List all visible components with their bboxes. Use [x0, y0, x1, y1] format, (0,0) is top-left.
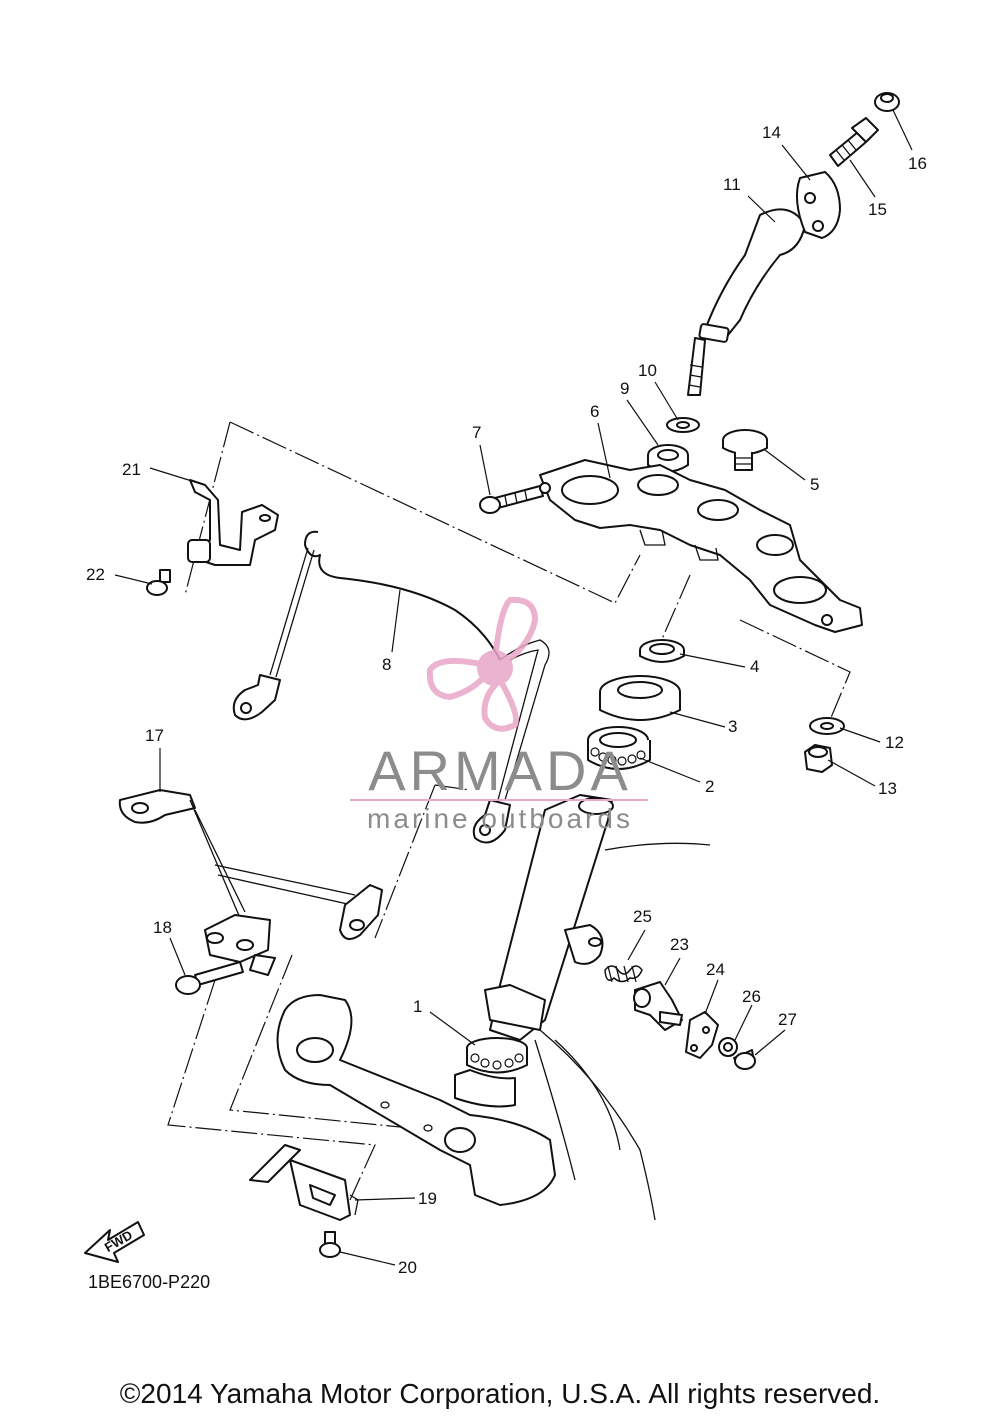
part-10-washer [666, 417, 700, 433]
part-6-upper-bracket [539, 459, 863, 633]
frame-outline [534, 842, 711, 1221]
callout-4: 4 [750, 657, 759, 676]
watermark-brand: ARMADA [368, 739, 632, 802]
part-2-bearing [587, 726, 651, 770]
part-8-cable [232, 530, 550, 844]
watermark: ARMADA marine outboards [350, 596, 648, 834]
callout-9: 9 [620, 379, 629, 398]
part-19-clip [249, 1144, 359, 1221]
part-22-bolt [146, 569, 171, 596]
part-17-stay [118, 789, 383, 976]
callout-21: 21 [122, 460, 141, 479]
callout-7: 7 [472, 423, 481, 442]
callout-12: 12 [885, 733, 904, 752]
callout-16: 16 [908, 154, 927, 173]
part-24-plate [685, 1011, 719, 1059]
part-11-handle [687, 208, 806, 396]
part-25-spring [604, 965, 643, 983]
part-26-washer [718, 1037, 738, 1057]
callout-5: 5 [810, 475, 819, 494]
callout-leaders [114, 109, 913, 1266]
part-27-screw [733, 1049, 756, 1070]
callout-24: 24 [706, 960, 725, 979]
callout-15: 15 [868, 200, 887, 219]
lower-bracket [276, 994, 556, 1206]
callout-10: 10 [638, 361, 657, 380]
part-4-ring-nut [639, 639, 685, 663]
part-1-bearing [466, 1037, 528, 1074]
callout-25: 25 [633, 907, 652, 926]
callout-20: 20 [398, 1258, 417, 1277]
watermark-tagline: marine outboards [367, 803, 633, 834]
callout-18: 18 [153, 918, 172, 937]
fwd-arrow-icon: FWD [84, 1221, 145, 1263]
reference-lines [167, 421, 851, 1201]
part-7-bolt [479, 485, 544, 514]
callout-26: 26 [742, 987, 761, 1006]
callout-14: 14 [762, 123, 781, 142]
part-23-switch [633, 981, 683, 1031]
callout-23: 23 [670, 935, 689, 954]
copyright-notice: ©2014 Yamaha Motor Corporation, U.S.A. A… [119, 1378, 881, 1409]
callout-1: 1 [413, 997, 422, 1016]
callout-3: 3 [728, 717, 737, 736]
part-15-bolt [829, 117, 879, 167]
part-13-nut [804, 744, 833, 773]
part-12-washer [809, 717, 845, 735]
part-20-bolt [319, 1231, 341, 1258]
callout-2: 2 [705, 777, 714, 796]
callout-17: 17 [145, 726, 164, 745]
part-16-nut [874, 92, 900, 112]
callout-22: 22 [86, 565, 105, 584]
callout-19: 19 [418, 1189, 437, 1208]
part-5-bolt [722, 429, 768, 471]
part-14-clamp [795, 171, 841, 239]
callout-labels: 1 2 3 4 5 6 7 8 9 10 11 12 13 14 15 16 1… [86, 123, 927, 1277]
diagram-code: 1BE6700-P220 [88, 1272, 210, 1292]
steering-shaft [454, 794, 614, 1108]
callout-27: 27 [778, 1010, 797, 1029]
part-18-bolt [175, 961, 244, 995]
callout-11: 11 [723, 175, 741, 194]
callout-13: 13 [878, 779, 897, 798]
callout-6: 6 [590, 402, 599, 421]
part-3-cover [599, 675, 681, 721]
part-21-bracket [187, 479, 279, 566]
callout-8: 8 [382, 655, 391, 674]
watermark-propeller-icon [426, 596, 539, 732]
